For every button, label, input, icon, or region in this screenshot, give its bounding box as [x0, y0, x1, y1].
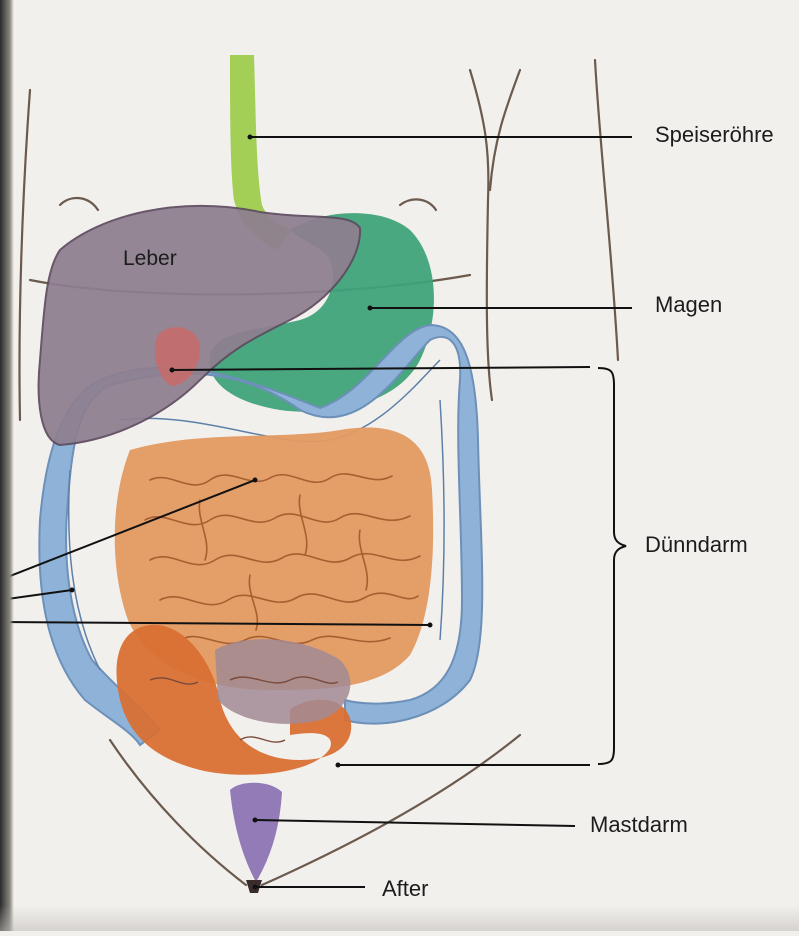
photo-edge-shadow	[0, 0, 14, 931]
label-after: After	[382, 876, 428, 902]
label-mastdarm: Mastdarm	[590, 812, 688, 838]
label-duenndarm: Dünndarm	[645, 532, 748, 558]
photo-bottom-shadow	[0, 905, 799, 931]
label-speiseroehre: Speiseröhre	[655, 122, 774, 148]
rectum	[230, 783, 282, 882]
label-magen: Magen	[655, 292, 722, 318]
label-leber: Leber	[123, 247, 177, 271]
